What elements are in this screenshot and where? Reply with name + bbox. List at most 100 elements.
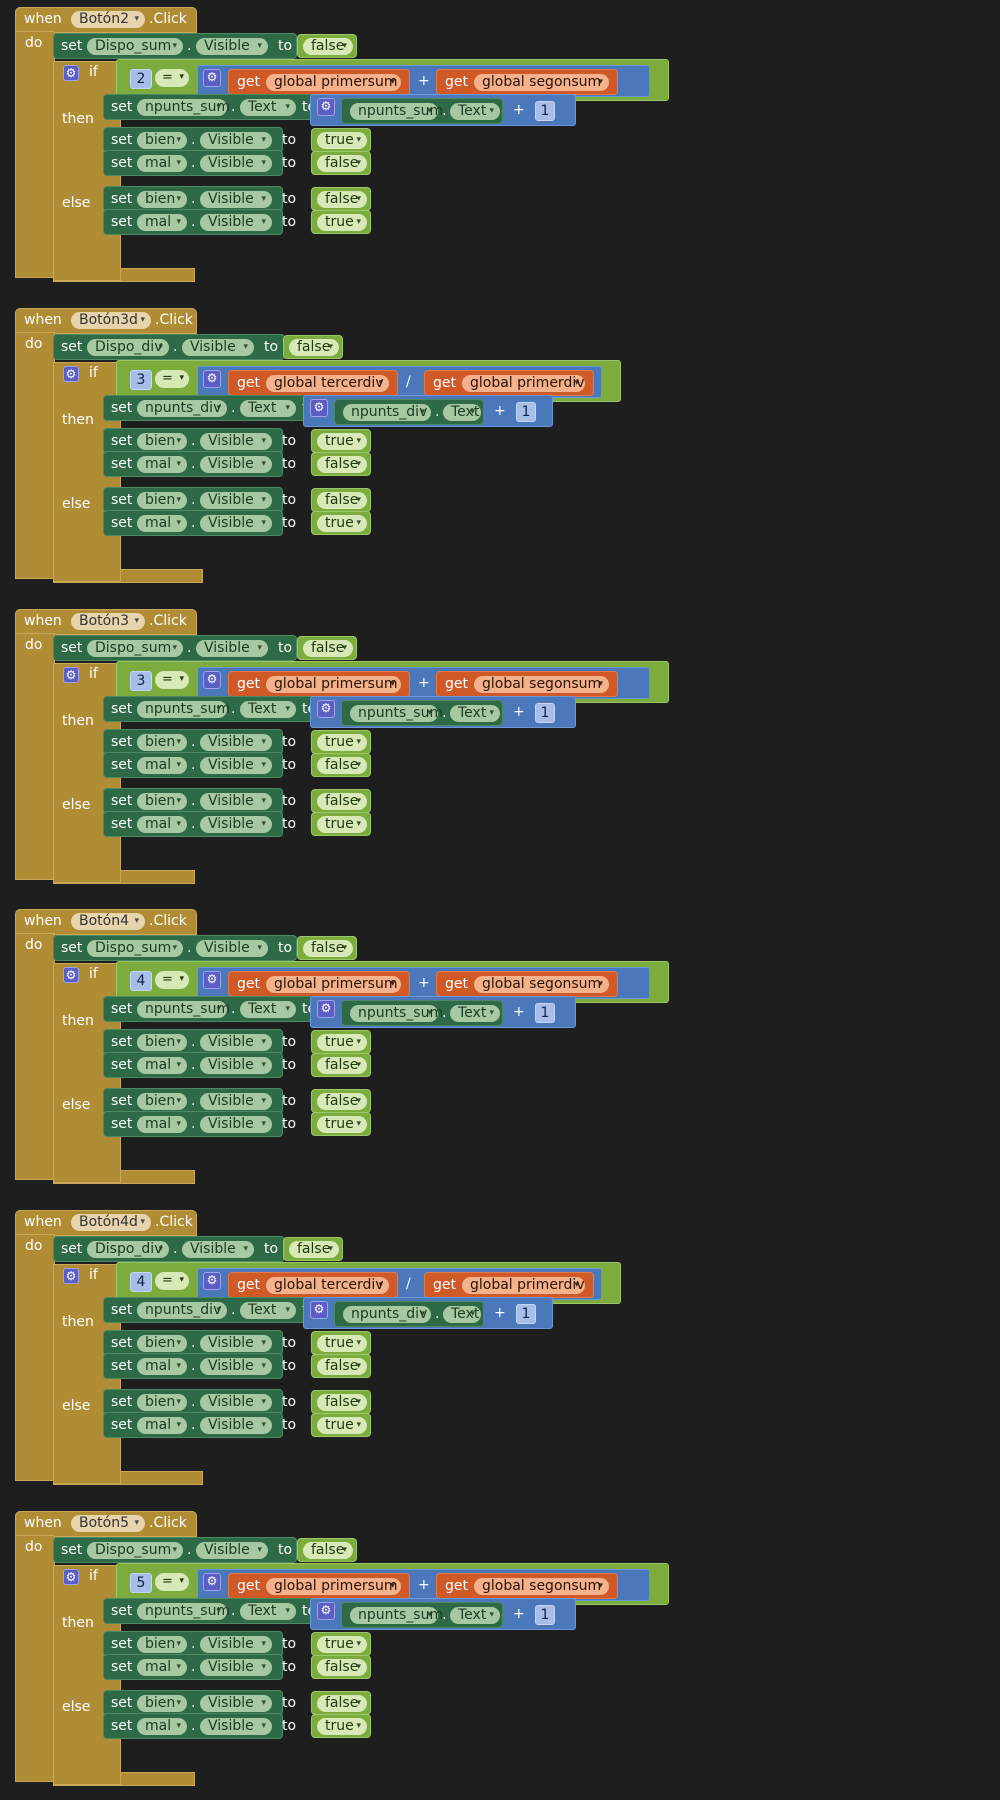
gear-icon[interactable]: ⚙: [203, 1573, 221, 1591]
variable-dropdown[interactable]: global segonsum▾: [474, 676, 609, 693]
button-dropdown[interactable]: Botón5▾: [71, 1515, 145, 1532]
property-dropdown[interactable]: Visible▾: [200, 1093, 272, 1110]
false-block[interactable]: false▾: [311, 1053, 371, 1077]
button-dropdown[interactable]: Botón4▾: [71, 913, 145, 930]
false-block[interactable]: false▾: [311, 1390, 371, 1414]
component-dropdown[interactable]: mal▾: [137, 1358, 187, 1375]
property-dropdown[interactable]: Visible▾: [200, 1636, 272, 1653]
component-dropdown[interactable]: bien▾: [137, 1034, 187, 1051]
variable-dropdown[interactable]: global tercerdiv▾: [266, 375, 389, 392]
add-block[interactable]: ⚙npunts_sum▾.Text▾+1: [310, 1598, 576, 1630]
component-dropdown[interactable]: bien▾: [137, 132, 187, 149]
true-block[interactable]: true▾: [311, 511, 371, 535]
add-block[interactable]: ⚙npunts_div▾.Text▾+1: [303, 395, 553, 427]
true-dropdown[interactable]: true▾: [317, 1636, 367, 1653]
false-dropdown[interactable]: false▾: [317, 155, 367, 172]
compare-number[interactable]: 2: [130, 69, 152, 89]
component-dropdown[interactable]: npunts_sum▾: [350, 103, 443, 120]
property-dropdown[interactable]: Visible▾: [200, 1358, 272, 1375]
button-dropdown[interactable]: Botón4d▾: [71, 1214, 151, 1231]
component-dropdown[interactable]: mal▾: [137, 816, 187, 833]
gear-icon[interactable]: ⚙: [63, 366, 79, 382]
component-dropdown[interactable]: npunts_sum▾: [350, 1005, 443, 1022]
component-dropdown[interactable]: mal▾: [137, 1116, 187, 1133]
false-dropdown[interactable]: false▾: [317, 456, 367, 473]
property-dropdown[interactable]: Visible▾: [200, 1057, 272, 1074]
property-dropdown[interactable]: Visible▾: [200, 214, 272, 231]
gear-icon[interactable]: ⚙: [317, 700, 335, 718]
variable-dropdown[interactable]: global primersum▾: [266, 1578, 401, 1595]
add-block[interactable]: ⚙npunts_sum▾.Text▾+1: [310, 94, 576, 126]
compare-number[interactable]: 4: [130, 971, 152, 991]
property-dropdown[interactable]: Visible▾: [196, 640, 268, 657]
component-dropdown[interactable]: Dispo_sum▾: [87, 640, 183, 657]
compare-operator-dropdown[interactable]: =▾: [155, 1272, 189, 1290]
component-dropdown[interactable]: npunts_sum▾: [137, 99, 230, 116]
compare-number[interactable]: 4: [130, 1272, 152, 1292]
false-dropdown[interactable]: false▾: [317, 1394, 367, 1411]
property-dropdown[interactable]: Text▾: [450, 1607, 500, 1624]
component-dropdown[interactable]: bien▾: [137, 1695, 187, 1712]
true-block[interactable]: true▾: [311, 812, 371, 836]
property-dropdown[interactable]: Visible▾: [200, 1116, 272, 1133]
true-block[interactable]: true▾: [311, 429, 371, 453]
property-dropdown[interactable]: Text▾: [240, 701, 296, 718]
gear-icon[interactable]: ⚙: [63, 65, 79, 81]
property-dropdown[interactable]: Visible▾: [200, 1659, 272, 1676]
compare-operator-dropdown[interactable]: =▾: [155, 671, 189, 689]
compare-number[interactable]: 3: [130, 671, 152, 691]
gear-icon[interactable]: ⚙: [63, 667, 79, 683]
component-dropdown[interactable]: Dispo_sum▾: [87, 38, 183, 55]
variable-dropdown[interactable]: global primerdiv▾: [462, 375, 585, 392]
false-block[interactable]: false▾: [311, 1691, 371, 1715]
true-block[interactable]: true▾: [311, 1413, 371, 1437]
get-text-block[interactable]: npunts_sum▾.Text▾: [341, 700, 503, 726]
property-dropdown[interactable]: Visible▾: [200, 515, 272, 532]
property-dropdown[interactable]: Visible▾: [200, 456, 272, 473]
increment-number[interactable]: 1: [516, 402, 536, 422]
component-dropdown[interactable]: Dispo_div▾: [87, 1241, 169, 1258]
compare-operator-dropdown[interactable]: =▾: [155, 69, 189, 87]
true-dropdown[interactable]: true▾: [317, 214, 367, 231]
false-dropdown[interactable]: false▾: [303, 38, 353, 55]
property-dropdown[interactable]: Visible▾: [200, 433, 272, 450]
false-dropdown[interactable]: false▾: [317, 1093, 367, 1110]
false-block[interactable]: false▾: [311, 452, 371, 476]
property-dropdown[interactable]: Visible▾: [200, 1034, 272, 1051]
false-block[interactable]: false▾: [311, 1089, 371, 1113]
component-dropdown[interactable]: npunts_sum▾: [137, 1603, 230, 1620]
property-dropdown[interactable]: Text▾: [443, 1306, 481, 1323]
true-dropdown[interactable]: true▾: [317, 1417, 367, 1434]
component-dropdown[interactable]: Dispo_div▾: [87, 339, 169, 356]
true-dropdown[interactable]: true▾: [317, 515, 367, 532]
false-dropdown[interactable]: false▾: [317, 492, 367, 509]
true-dropdown[interactable]: true▾: [317, 816, 367, 833]
true-block[interactable]: true▾: [311, 210, 371, 234]
true-dropdown[interactable]: true▾: [317, 132, 367, 149]
increment-number[interactable]: 1: [535, 101, 555, 121]
